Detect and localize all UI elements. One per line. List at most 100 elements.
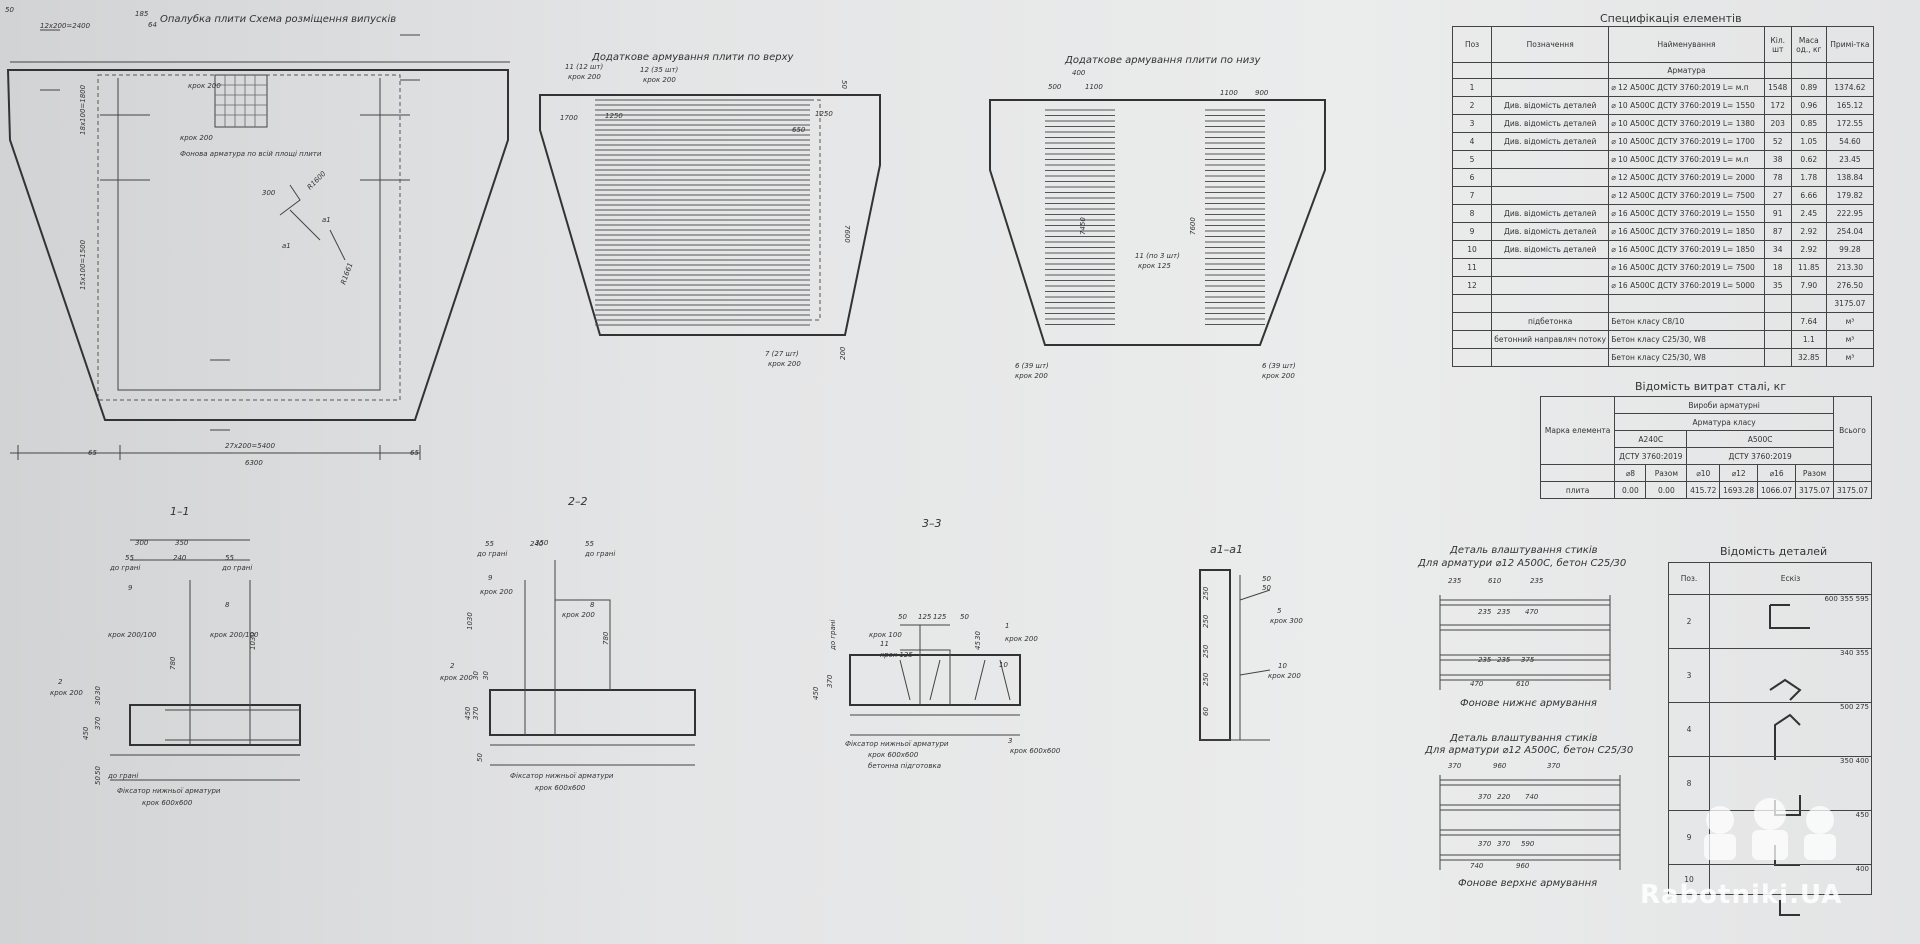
- spec-cell: 1: [1451, 78, 1493, 97]
- bot-label-5: 11 (по 3 шт): [1135, 252, 1180, 260]
- watermark-logo: [1704, 798, 1836, 860]
- sa1-label-6: 5: [1277, 607, 1282, 615]
- spec-total: 3175.07: [1825, 294, 1875, 313]
- plan-dim-12: R1661: [339, 262, 354, 286]
- steel-col-0: ⌀8: [1614, 464, 1647, 482]
- s11-label-2: 55: [125, 554, 134, 562]
- s33-label-10: до грані: [829, 620, 837, 651]
- s11-label-5: до грані: [109, 564, 140, 572]
- steel-value-1: 0.00: [1614, 481, 1647, 499]
- s11-label-22: Фіксатор нижньої арматури: [117, 787, 221, 795]
- top-label-4: 1700: [560, 114, 578, 122]
- s11-label-8: 8: [225, 601, 230, 609]
- spec-header-2: Найменування: [1608, 26, 1765, 63]
- steel-col-1: Разом: [1645, 464, 1688, 482]
- spec-cell: Див. відомість деталей: [1491, 240, 1610, 259]
- s33-label-18: 3: [1008, 737, 1012, 745]
- steel-h-mark: Марка елемента: [1539, 396, 1616, 465]
- s11-label-17: 450: [82, 726, 90, 740]
- spec-header-1: Позначення: [1491, 26, 1610, 63]
- spec-cell: ⌀ 16 A500C ДСТУ 3760:2019 L= 1850: [1608, 240, 1765, 259]
- watermark-text: Rabotniki.UA: [1640, 880, 1843, 910]
- detail-top-lap: [1439, 775, 1621, 870]
- sa1-label-4: 250: [1202, 644, 1210, 658]
- s22-label-10: 1030: [466, 612, 474, 630]
- spec-cell: 1.78: [1790, 168, 1827, 187]
- s33-label-4: 1: [1005, 622, 1009, 630]
- s33-label-15: Фіксатор нижньої арматури: [845, 740, 949, 748]
- spec-cell: 34: [1763, 240, 1792, 259]
- bot-label-12: крок 200: [1262, 372, 1295, 380]
- details-pos: 8: [1668, 756, 1710, 811]
- spec-cell: [1491, 168, 1610, 187]
- s11-label-4: 55: [225, 554, 234, 562]
- steel-empty: [1539, 464, 1616, 482]
- s11-label-9: крок 200/100: [108, 631, 157, 639]
- spec-cell: 11.85: [1790, 258, 1827, 277]
- dt-dim-6: 370: [1478, 840, 1492, 848]
- spec-cell: 23.45: [1825, 150, 1875, 169]
- s22-label-6: 9: [488, 574, 493, 582]
- dt-dim-3: 370: [1478, 793, 1492, 801]
- spec-cell: Див. відомість деталей: [1491, 222, 1610, 241]
- spec-cell: ⌀ 12 A500C ДСТУ 3760:2019 L= 7500: [1608, 186, 1765, 205]
- s33-label-19: крок 600х600: [1010, 747, 1061, 755]
- plan-dim-13: a1: [322, 216, 331, 224]
- spec-empty: [1608, 294, 1765, 313]
- spec-cell: 2.92: [1790, 222, 1827, 241]
- spec-cell: 8: [1451, 204, 1493, 223]
- dt-dim-1: 960: [1493, 762, 1507, 770]
- plan-note-0: Фонова арматура по всій площі плити: [180, 150, 322, 158]
- spec-material-designation: бетонний направляч потоку: [1491, 330, 1610, 349]
- spec-material-name: Бетон класу C8/10: [1608, 312, 1765, 331]
- detail-top-title: Деталь влаштування стиків: [1450, 733, 1598, 744]
- sa1-label-1: 50: [1262, 584, 1271, 592]
- spec-empty: [1825, 62, 1875, 79]
- steel-col-4: ⌀16: [1757, 464, 1797, 482]
- plan-dim-0: 12x200=2400: [40, 22, 91, 30]
- spec-cell: 2.45: [1790, 204, 1827, 223]
- s22-label-8: 8: [590, 601, 595, 609]
- plan-view: [6, 29, 510, 460]
- spec-cell: 7: [1451, 186, 1493, 205]
- plan-dim-1: 185: [135, 10, 149, 18]
- details-dims: 600 355 595: [1709, 594, 1872, 649]
- spec-cell: 35: [1763, 276, 1792, 295]
- bot-label-4: 900: [1255, 89, 1269, 97]
- spec-cell: 213.30: [1825, 258, 1875, 277]
- s33-label-3: 50: [960, 613, 969, 621]
- s11-label-20: 50: [94, 766, 102, 775]
- steel-value-7: 3175.07: [1833, 481, 1872, 499]
- details-dims: 350 400: [1709, 756, 1872, 811]
- dt-dim-7: 370: [1497, 840, 1511, 848]
- details-title: Відомість деталей: [1720, 545, 1828, 558]
- top-reinforcement-view: [539, 94, 881, 336]
- db-dim-4: 235: [1497, 608, 1511, 616]
- spec-cell: Див. відомість деталей: [1491, 204, 1610, 223]
- dt-dim-8: 590: [1521, 840, 1535, 848]
- steel-value-6: 3175.07: [1795, 481, 1834, 499]
- s22-label-2: 240: [530, 540, 544, 548]
- spec-empty: [1451, 62, 1493, 79]
- s11-label-13: 2: [58, 678, 63, 686]
- spec-cell: 99.28: [1825, 240, 1875, 259]
- plan-dim-10: 300: [262, 189, 276, 197]
- plan-dim-5: 27x200=5400: [225, 442, 276, 450]
- s11-label-18: 370: [94, 716, 102, 730]
- s11-label-6: до грані: [221, 564, 252, 572]
- spec-cell: [1491, 78, 1610, 97]
- spec-empty: [1763, 330, 1792, 349]
- spec-material-mass: 7.64: [1790, 312, 1827, 331]
- s33-label-8: крок 125: [880, 651, 913, 659]
